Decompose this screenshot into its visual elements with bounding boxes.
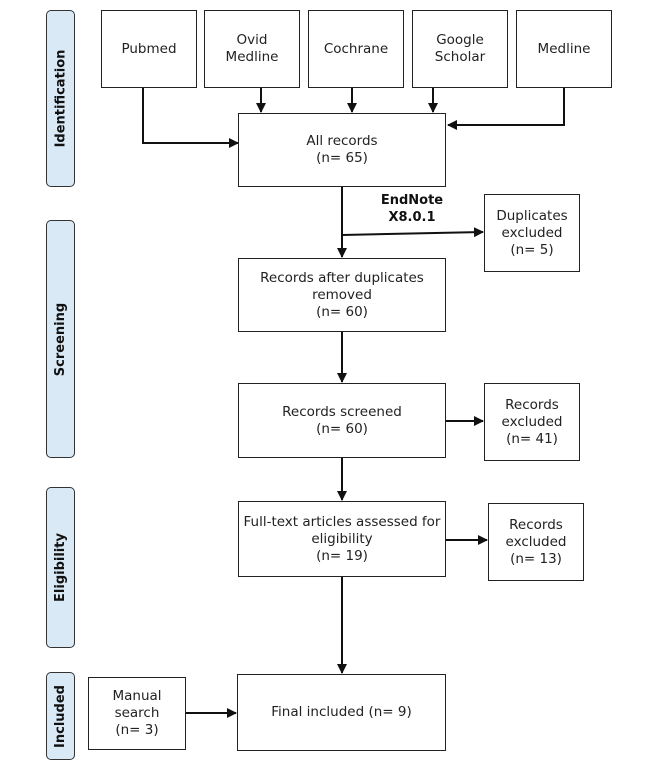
stage-eligibility: Eligibility [46,487,75,648]
duplicates-excluded-line1: Duplicates [496,207,568,224]
fulltext-assessed-line1: Full-text articles assessed for [243,513,441,530]
after-duplicates-line1: Records after duplicates [260,269,424,286]
after-duplicates-line2: removed [312,286,372,303]
source-cochrane-box: Cochrane [308,10,404,88]
source-medline-label: Medline [537,40,591,57]
records-excluded-screening-count: (n= 41) [506,430,558,447]
source-google-scholar-line2: Scholar [434,49,486,65]
records-excluded-eligibility-count: (n= 13) [510,550,562,567]
source-pubmed-label: Pubmed [121,40,177,57]
source-pubmed-box: Pubmed [101,10,197,88]
manual-search-box: Manual search (n= 3) [88,677,186,750]
duplicates-excluded-line2: excluded [501,224,563,241]
duplicates-excluded-box: Duplicates excluded (n= 5) [484,194,580,272]
manual-search-count: (n= 3) [115,722,159,738]
records-excluded-eligibility-line1: Records [509,516,563,533]
endnote-name: EndNote [380,193,444,208]
records-excluded-eligibility-line2: excluded [505,533,567,550]
records-screened-label: Records screened [282,403,402,420]
stage-screening: Screening [46,220,75,458]
fulltext-assessed-box: Full-text articles assessed for eligibil… [238,501,446,577]
fulltext-assessed-line2: eligibility [311,530,373,547]
final-included-box: Final included (n= 9) [237,674,446,751]
after-duplicates-box: Records after duplicates removed (n= 60) [238,258,446,332]
source-cochrane-label: Cochrane [323,40,389,57]
endnote-label: EndNote X8.0.1 [372,192,452,226]
source-medline-box: Medline [516,10,612,88]
source-ovid-medline-box: Ovid Medline [204,10,300,88]
records-excluded-screening-line1: Records [505,396,559,413]
all-records-count: (n= 65) [316,150,368,166]
final-included-label: Final included (n= 9) [271,704,412,720]
endnote-version: X8.0.1 [388,210,436,225]
fulltext-assessed-count: (n= 19) [316,547,368,564]
arrow-pubmed-to-all-records [142,88,239,148]
records-screened-count: (n= 60) [316,420,368,437]
records-screened-box: Records screened (n= 60) [238,383,446,458]
manual-search-line1: Manual [112,688,162,704]
records-excluded-screening-box: Records excluded (n= 41) [484,383,580,461]
records-excluded-screening-line2: excluded [501,413,563,430]
arrow-medline-to-all-records [447,88,565,130]
arrow-to-duplicates-excluded [341,227,484,238]
source-google-scholar-box: Google Scholar [412,10,508,88]
all-records-box: All records (n= 65) [238,113,446,187]
stage-included: Included [46,672,75,760]
source-google-scholar-line1: Google [436,32,484,48]
duplicates-excluded-count: (n= 5) [510,241,554,258]
source-ovid-medline-line1: Ovid [236,32,268,48]
manual-search-line2: search [114,705,160,721]
source-ovid-medline-line2: Medline [225,49,279,65]
after-duplicates-count: (n= 60) [316,303,368,320]
stage-identification: Identification [46,10,75,187]
all-records-label: All records [306,133,378,149]
records-excluded-eligibility-box: Records excluded (n= 13) [488,503,584,581]
